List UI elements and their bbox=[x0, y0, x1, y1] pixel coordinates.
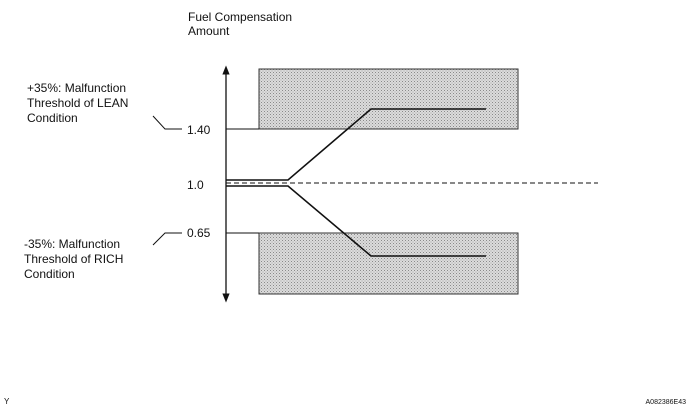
level-label-upper: 1.40 bbox=[187, 123, 211, 137]
level-label-lower: 0.65 bbox=[187, 226, 211, 240]
lean-threshold-zone bbox=[258, 68, 519, 130]
rich-annotation-line-3: Condition bbox=[24, 267, 75, 281]
rich-leader-line bbox=[152, 232, 182, 246]
chart-title-line-1: Fuel Compensation bbox=[188, 10, 292, 24]
rich-compensation-curve bbox=[226, 185, 486, 257]
lean-compensation-curve bbox=[226, 108, 486, 181]
lean-annotation-line-1: +35%: Malfunction bbox=[27, 81, 126, 95]
level-label-center: 1.0 bbox=[187, 178, 204, 192]
rich-annotation-line-2: Threshold of RICH bbox=[24, 252, 123, 266]
lean-annotation-line-2: Threshold of LEAN bbox=[27, 96, 128, 110]
lean-leader-line bbox=[152, 115, 182, 130]
rich-threshold-zone bbox=[258, 232, 519, 295]
chart-title-line-2: Amount bbox=[188, 24, 230, 38]
lean-annotation-line-3: Condition bbox=[27, 111, 78, 125]
corner-label-left: Y bbox=[4, 397, 10, 406]
rich-annotation-line-1: -35%: Malfunction bbox=[24, 237, 120, 251]
corner-label-right: A082386E43 bbox=[646, 399, 687, 406]
